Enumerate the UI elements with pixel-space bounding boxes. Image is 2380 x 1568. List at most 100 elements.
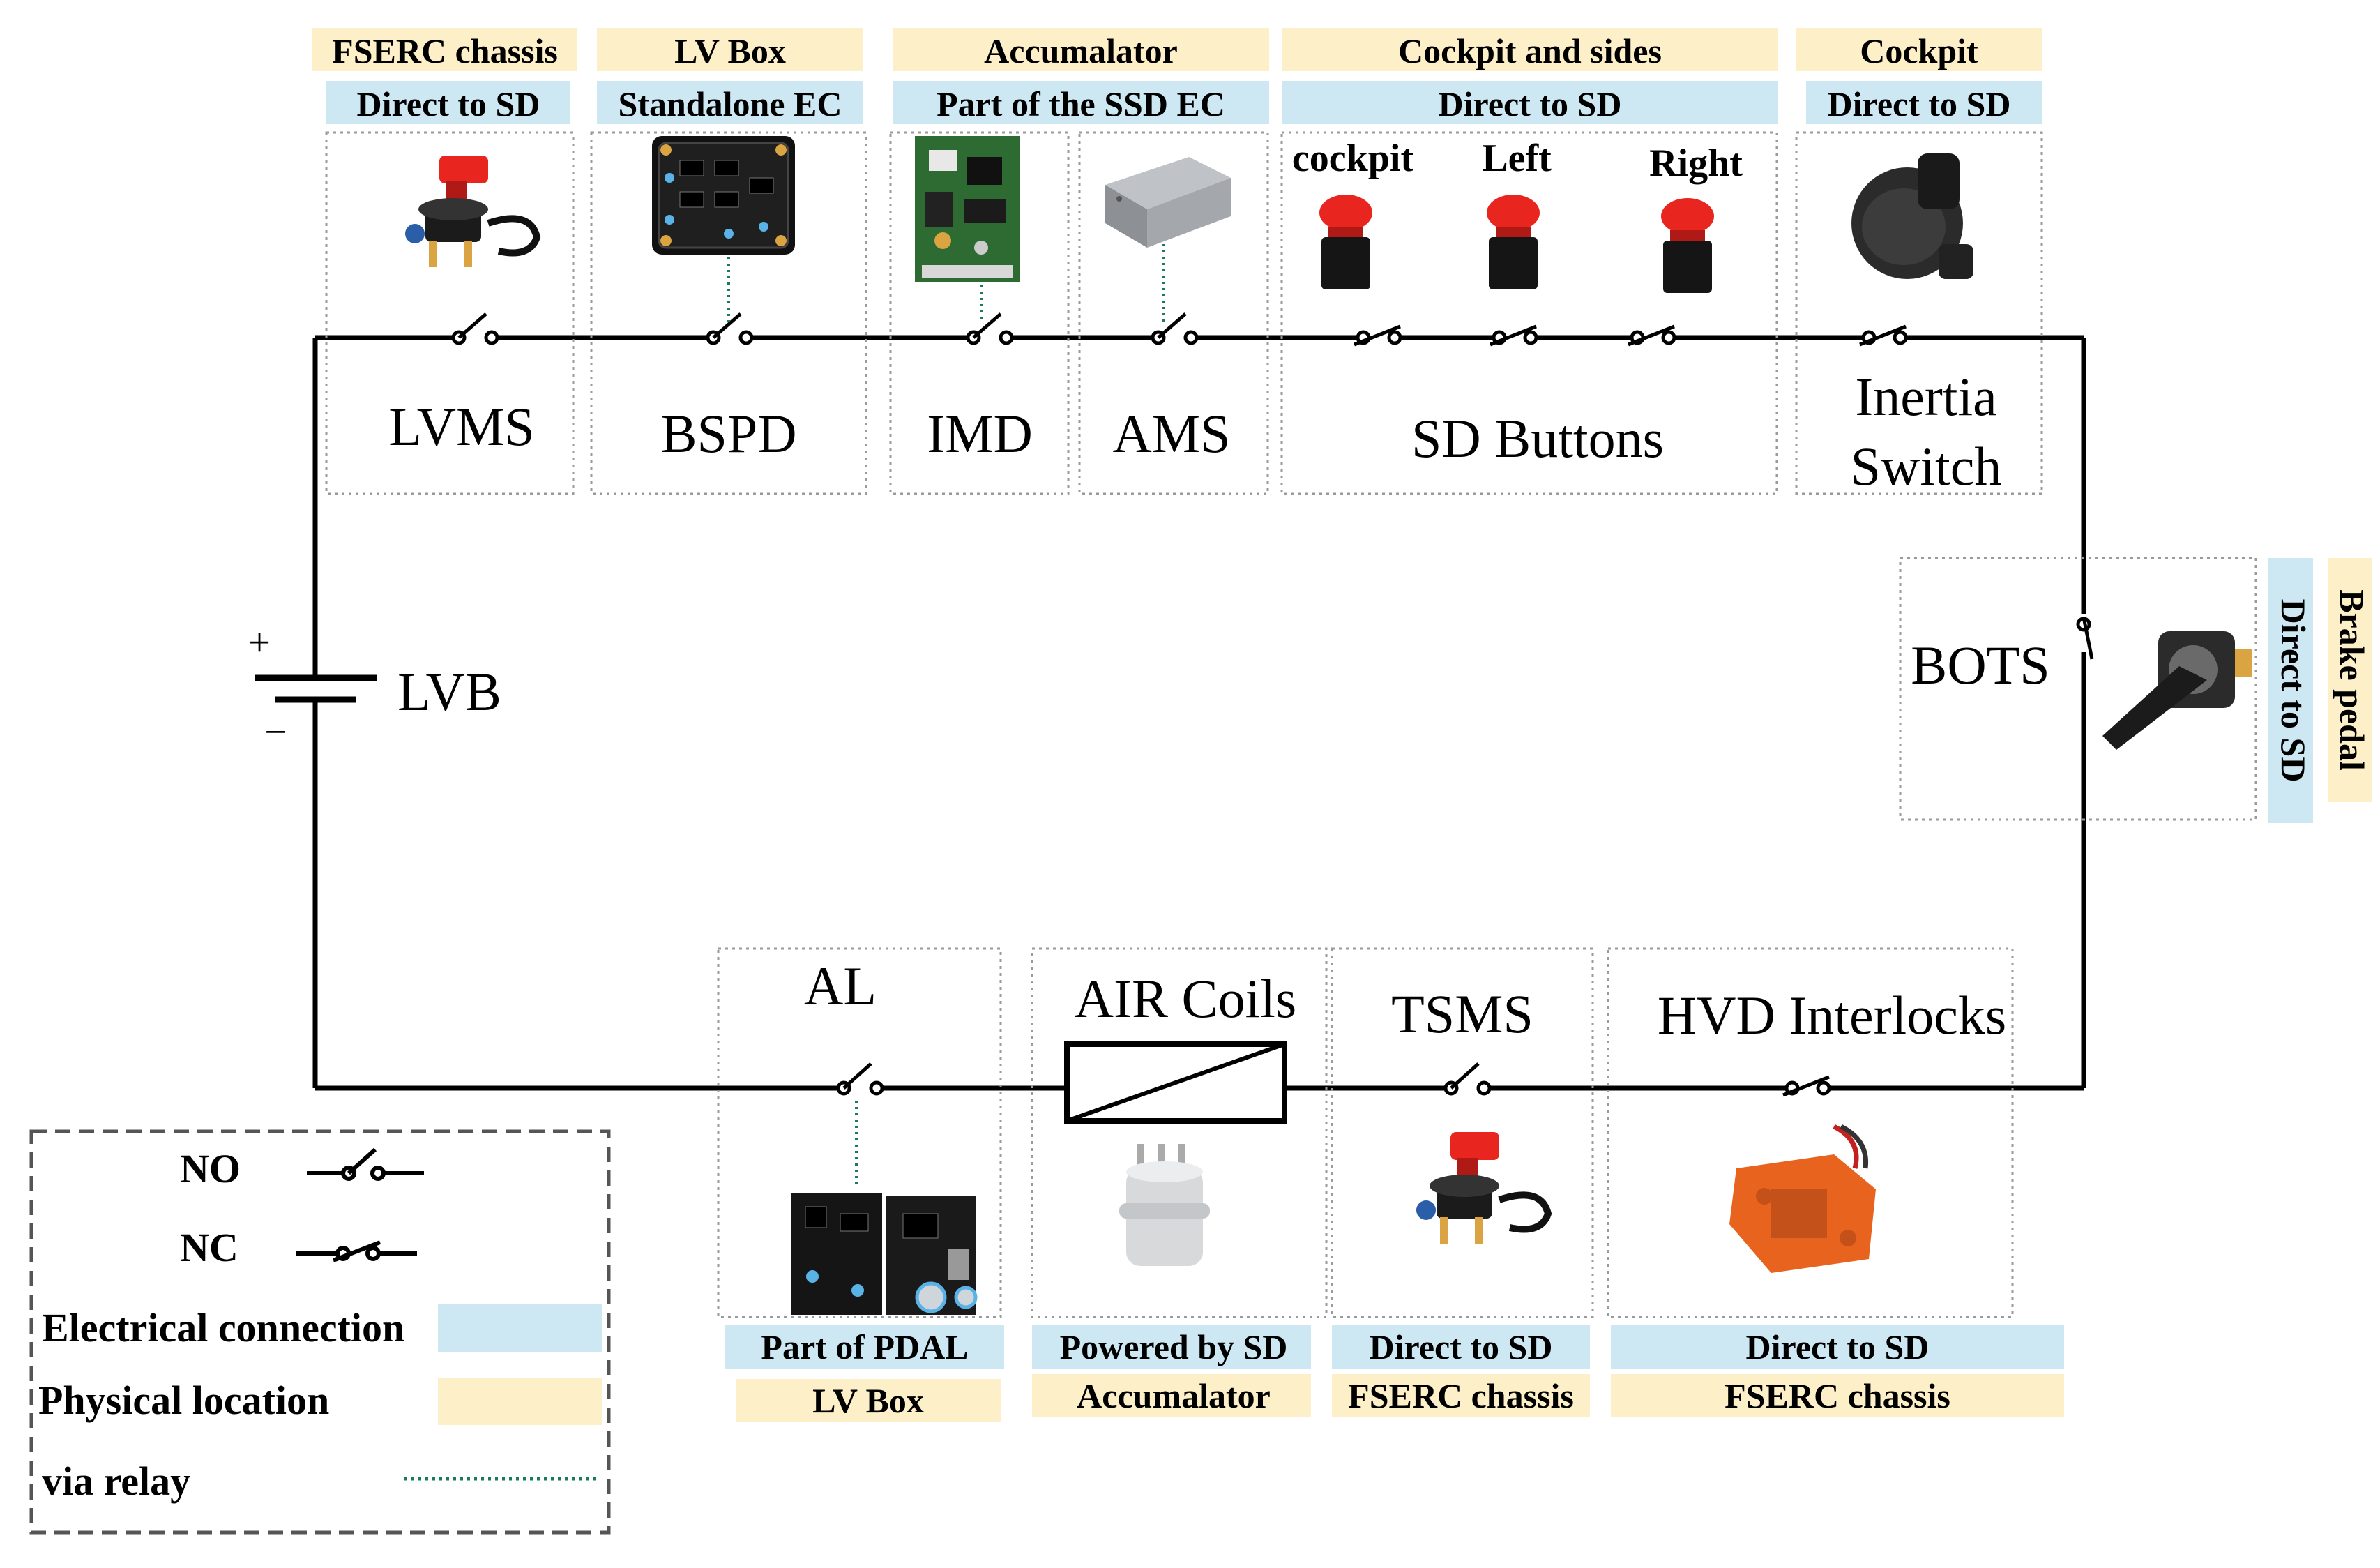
legend-physical-swatch [438, 1378, 602, 1425]
top-label-bands [312, 28, 2042, 124]
lvms-no-switch [451, 312, 499, 345]
battery-symbol [255, 631, 377, 743]
bspd-physical-label: LV Box [674, 31, 786, 70]
emergency-button-icon [1661, 198, 1714, 293]
electrical-band-accumulator [893, 81, 1269, 124]
al-electrical-label: Part of PDAL [761, 1327, 968, 1366]
battery-plus-sign: + [248, 621, 271, 665]
electrical-band-air [1032, 1325, 1311, 1369]
physical-band-inertia [1796, 28, 2042, 71]
physical-band-al [736, 1379, 1001, 1422]
sd-right-nc-switch [1628, 324, 1676, 347]
electrical-band-tsms [1332, 1325, 1590, 1369]
legend-relay-label: via relay [42, 1458, 190, 1504]
legend-physical-label: Physical location [38, 1378, 329, 1423]
sd-button-right-label: Right [1649, 142, 1743, 185]
inertia-electrical-label: Direct to SD [1828, 84, 2011, 123]
physical-band-bots [2328, 558, 2372, 802]
kill-switch-icon [1416, 1132, 1552, 1244]
sd-cockpit-nc-switch [1354, 324, 1402, 347]
bottom-switches [836, 1062, 1831, 1097]
electrical-band-hvd [1611, 1325, 2064, 1369]
lvms-label: LVMS [388, 396, 535, 457]
al-label: AL [804, 956, 877, 1016]
physical-band-sd-buttons [1282, 28, 1778, 71]
inertia-label-line1: Inertia [1855, 366, 1997, 427]
imd-label: IMD [927, 403, 1033, 464]
physical-band-lvms [312, 28, 577, 71]
air-electrical-label: Powered by SD [1060, 1327, 1288, 1366]
lvms-electrical-label: Direct to SD [357, 84, 540, 123]
bots-electrical-label: Direct to SD [2274, 599, 2313, 783]
al-no-switch [836, 1062, 884, 1096]
legend-nc-label: NC [180, 1225, 238, 1270]
al-physical-label: LV Box [812, 1381, 924, 1420]
electrical-band-bspd [597, 81, 863, 124]
toggle-switch-icon [2102, 631, 2252, 750]
bspd-no-switch [706, 312, 754, 345]
bspd-label: BSPD [660, 403, 796, 464]
legend-frame [29, 1129, 611, 1535]
inertia-physical-label: Cockpit [1860, 31, 1978, 70]
electrical-band-al [725, 1325, 1004, 1369]
electrical-band-bots [2268, 558, 2313, 823]
bots-label: BOTS [1911, 635, 2049, 695]
legend: NO NC Electrical connection Physical loc… [29, 1129, 611, 1535]
electrical-band-sd-buttons [1282, 81, 1778, 124]
legend-no-label: NO [180, 1146, 241, 1191]
bottom-component-names: AL AIR Coils TSMS HVD Interlocks [804, 956, 2006, 1046]
circuit-board-icon [652, 136, 795, 255]
sd-buttons-electrical-label: Direct to SD [1439, 84, 1622, 123]
top-band-texts: FSERC chassis Direct to SD LV Box Standa… [332, 31, 2010, 123]
legend-no-symbol [307, 1147, 424, 1181]
tsms-physical-label: FSERC chassis [1348, 1376, 1574, 1415]
ams-label: AMS [1112, 403, 1230, 464]
inertia-label-line2: Switch [1851, 436, 2002, 497]
emergency-button-icon [1319, 195, 1372, 289]
bspd-electrical-label: Standalone EC [619, 84, 842, 123]
relay-icon [1064, 1041, 1287, 1124]
battery-labels: + − LVB [248, 621, 501, 754]
hvd-electrical-label: Direct to SD [1746, 1327, 1930, 1366]
hvd-nc-switch [1782, 1075, 1831, 1097]
sd-left-nc-switch [1490, 324, 1538, 347]
bottom-label-bands [725, 1325, 2064, 1422]
legend-electrical-swatch [438, 1304, 602, 1352]
ams-no-switch [1151, 312, 1199, 345]
tsms-electrical-label: Direct to SD [1370, 1327, 1553, 1366]
inertia-switch-icon [1851, 153, 1973, 279]
tsms-no-switch [1443, 1062, 1492, 1096]
sd-buttons-physical-label: Cockpit and sides [1398, 31, 1662, 70]
circuit-board-icon [791, 1193, 978, 1315]
electrical-band-lvms [326, 81, 570, 124]
relay-lines-top [727, 244, 1165, 322]
battery-label: LVB [397, 661, 501, 722]
legend-electrical-label: Electrical connection [42, 1305, 404, 1350]
sd-button-sub-labels: cockpit Left Right [1292, 137, 1743, 185]
connector-icon [1729, 1124, 1876, 1273]
imd-no-switch [966, 312, 1014, 345]
component-boxes [325, 131, 2257, 1318]
imd-electrical-label: Part of the SSD EC [937, 84, 1225, 123]
electrical-band-inertia [1806, 81, 2042, 124]
sd-button-left-label: Left [1482, 137, 1552, 180]
physical-band-tsms [1332, 1374, 1590, 1417]
tsms-label: TSMS [1391, 983, 1533, 1044]
kill-switch-icon [405, 156, 541, 267]
sd-button-cockpit-label: cockpit [1292, 137, 1414, 180]
physical-band-bspd [597, 28, 863, 71]
hvd-interlocks-label: HVD Interlocks [1658, 985, 2006, 1046]
circuit-board-icon [915, 136, 1020, 282]
sd-buttons-label: SD Buttons [1411, 408, 1664, 469]
top-component-names: LVMS BSPD IMD AMS SD Buttons Inertia Swi… [388, 366, 2001, 497]
physical-band-air [1032, 1374, 1311, 1417]
bots-nc-switch [2076, 614, 2094, 660]
legend-nc-symbol [296, 1240, 417, 1262]
battery-minus-sign: − [264, 711, 287, 754]
imd-physical-label: Accumalator [984, 31, 1178, 70]
bottom-band-texts: Part of PDAL LV Box Powered by SD Accuma… [761, 1327, 1950, 1420]
emergency-button-icon [1487, 195, 1540, 289]
bots-physical-label: Brake pedal [2333, 589, 2372, 771]
air-coils-label: AIR Coils [1075, 968, 1297, 1029]
